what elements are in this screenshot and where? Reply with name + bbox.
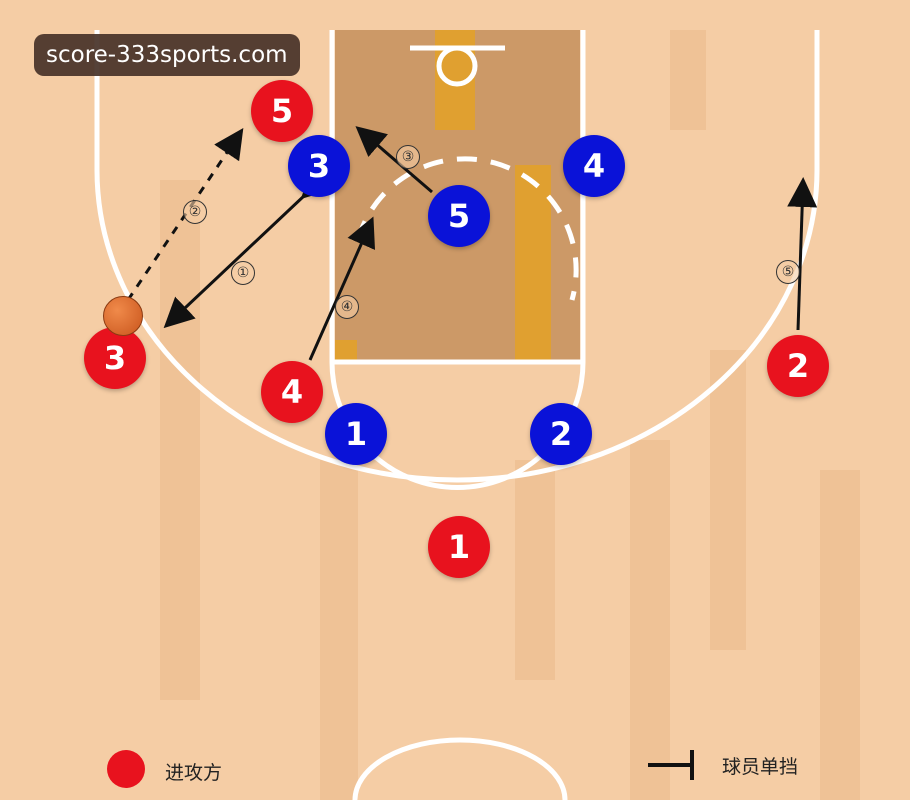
- offense-player-4: 4: [261, 361, 323, 423]
- watermark: score-333sports.com: [34, 34, 300, 76]
- step-label-3: ③: [396, 145, 420, 169]
- defense-player-5: 5: [428, 185, 490, 247]
- legend-offense-label: 进攻方: [165, 762, 223, 784]
- basketball-icon: [103, 296, 143, 336]
- defense-player-1: 1: [325, 403, 387, 465]
- offense-player-3: 3: [84, 327, 146, 389]
- step-label-2: ②: [183, 200, 207, 224]
- defense-player-4: 4: [563, 135, 625, 197]
- offense-player-1: 1: [428, 516, 490, 578]
- offense-player-5: 5: [251, 80, 313, 142]
- offense-player-2: 2: [767, 335, 829, 397]
- defense-player-3: 3: [288, 135, 350, 197]
- step-label-4: ④: [335, 295, 359, 319]
- step-label-1: ①: [231, 261, 255, 285]
- legend-screen-label: 球员单挡: [722, 756, 799, 778]
- legend-offense-dot: [107, 750, 145, 788]
- defense-player-2: 2: [530, 403, 592, 465]
- screen-symbol-icon: [648, 748, 694, 782]
- step-label-5: ⑤: [776, 260, 800, 284]
